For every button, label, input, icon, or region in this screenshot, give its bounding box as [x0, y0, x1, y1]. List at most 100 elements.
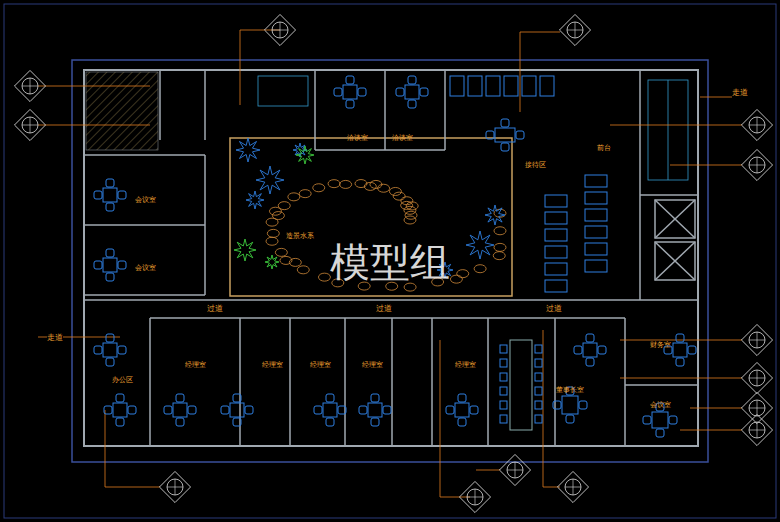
table-set [553, 387, 587, 423]
table-set [446, 394, 478, 426]
table-set [164, 394, 196, 426]
garden-rock [450, 275, 462, 283]
plant-symbol [293, 143, 307, 157]
elevation-callout [459, 481, 490, 512]
room-name: 洽谈室 [392, 134, 413, 142]
garden-rock [401, 201, 413, 209]
watermark: 模型组 [330, 235, 450, 290]
room-name: 会议室 [650, 401, 671, 409]
garden-rock [340, 180, 352, 188]
garden-rock [404, 206, 416, 214]
elevation-callout [741, 392, 772, 423]
garden-rock [272, 212, 284, 220]
room-name: 前台 [597, 144, 611, 152]
room-name: 办公区 [112, 376, 133, 384]
room-name: 董事长室 [556, 386, 584, 394]
garden-rock [267, 229, 279, 237]
plant-symbol [236, 138, 260, 162]
room-label-box: 办公区 [112, 376, 133, 384]
garden-rock [493, 252, 505, 260]
plant-symbol [265, 255, 279, 269]
room-name: 经理室 [262, 361, 283, 369]
table-set [359, 394, 391, 426]
garden-rock [288, 193, 300, 201]
room-name: 经理室 [455, 361, 476, 369]
room-name: 会议室 [135, 196, 156, 204]
plant-symbol [234, 239, 256, 261]
plant-symbol [485, 205, 505, 225]
elevation-callout [264, 14, 295, 45]
garden-rock [328, 180, 340, 188]
elevation-callout [741, 109, 772, 140]
room-label-box: 洽谈室 [392, 134, 413, 142]
garden-rock [297, 266, 309, 274]
table-set [486, 119, 524, 151]
garden-rock [289, 258, 301, 266]
garden-rock [401, 197, 413, 205]
garden-rock [393, 192, 405, 200]
room-label-box: 经理室 [362, 361, 383, 369]
room-name: 造景水系 [286, 232, 314, 240]
area-label: 过道 [376, 303, 392, 314]
area-label: 过道 [207, 303, 223, 314]
room-label-box: 洽谈室 [347, 134, 368, 142]
room-label-box: 前台 [597, 144, 611, 152]
table-set [94, 249, 126, 281]
room-name: 接待区 [525, 161, 546, 169]
plant-symbol [256, 166, 284, 194]
elevation-callout [741, 324, 772, 355]
garden-rock [457, 270, 469, 278]
garden-rock [318, 273, 330, 281]
room-label-box: 会议室 [135, 196, 156, 204]
elevation-callout [499, 454, 530, 485]
garden-rock [278, 202, 290, 210]
table-set [664, 334, 696, 366]
room-name: 洽谈室 [347, 134, 368, 142]
table-set [574, 334, 606, 366]
plant-symbol [296, 146, 314, 164]
garden-rock [299, 190, 311, 198]
elevation-callout [14, 70, 45, 101]
area-label: 过道 [546, 303, 562, 314]
table-set [314, 394, 346, 426]
area-label: 走道 [732, 87, 748, 98]
elevation-callout [741, 414, 772, 445]
table-set [396, 76, 428, 108]
table-set [94, 334, 126, 366]
room-name: 经理室 [362, 361, 383, 369]
elevation-callout [159, 471, 190, 502]
elevation-callout [557, 471, 588, 502]
room-label-box: 经理室 [262, 361, 283, 369]
plant-symbol [246, 191, 264, 209]
elevation-callout [741, 362, 772, 393]
garden-rock [313, 184, 325, 192]
elevation-callout [559, 14, 590, 45]
garden-rock [266, 237, 278, 245]
garden-rock [275, 248, 287, 256]
room-name: 经理室 [310, 361, 331, 369]
garden-rock [355, 180, 367, 188]
room-label-box: 经理室 [455, 361, 476, 369]
room-name: 会议室 [135, 264, 156, 272]
garden-rock [378, 184, 390, 192]
plant-symbol [466, 231, 494, 259]
room-label-box: 经理室 [185, 361, 206, 369]
room-label-box: 董事长室 [556, 386, 584, 394]
garden-rock [364, 182, 376, 190]
garden-rock [474, 265, 486, 273]
room-label-box: 会议室 [650, 401, 671, 409]
room-label-box: 造景水系 [286, 232, 314, 240]
table-set [104, 394, 136, 426]
garden-rock [494, 243, 506, 251]
table-set [94, 179, 126, 211]
room-label-box: 接待区 [525, 161, 546, 169]
elevation-callout [14, 109, 45, 140]
garden-rock [389, 187, 401, 195]
elevation-callout [741, 149, 772, 180]
table-set [221, 394, 253, 426]
area-label: 走道 [47, 332, 63, 343]
room-name: 财务室 [650, 341, 671, 349]
room-label-box: 会议室 [135, 264, 156, 272]
room-label-box: 经理室 [310, 361, 331, 369]
room-name: 经理室 [185, 361, 206, 369]
